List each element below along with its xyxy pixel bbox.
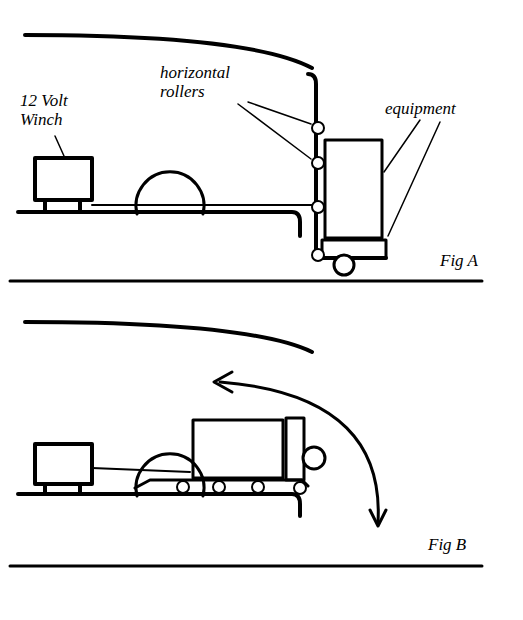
- ground-line: [10, 565, 482, 568]
- roller: [213, 481, 225, 493]
- roller: [312, 157, 324, 169]
- ground-line: [10, 280, 482, 283]
- roller: [294, 482, 306, 494]
- equipment-base: [286, 418, 304, 480]
- leader-line: [384, 120, 420, 172]
- roof-line: [25, 322, 312, 352]
- winch-foot: [78, 200, 82, 210]
- motion-arrow: [220, 382, 378, 522]
- roller: [252, 481, 264, 493]
- roller: [177, 481, 189, 493]
- figure-label: Fig B: [428, 536, 498, 555]
- arrowhead: [214, 372, 232, 392]
- roller: [312, 122, 324, 134]
- winch: [35, 158, 92, 200]
- equipment-box: [325, 140, 382, 238]
- equipment-wheel: [303, 447, 325, 469]
- roller: [312, 249, 324, 261]
- rollers-label: horizontal rollers: [160, 64, 255, 101]
- winch-foot: [43, 200, 47, 210]
- truck-bed: [18, 494, 300, 516]
- leader-line: [55, 136, 64, 156]
- winch-foot: [43, 484, 47, 492]
- equipment-wheel: [334, 255, 354, 275]
- lift-frame: [308, 74, 386, 258]
- equipment-base: [322, 240, 386, 258]
- wheel: [136, 172, 204, 214]
- winch: [35, 444, 92, 484]
- equipment-label: equipment: [385, 100, 505, 119]
- leader-line: [388, 122, 440, 236]
- winch-foot: [78, 484, 82, 492]
- equipment-box: [193, 420, 283, 478]
- winch-label: 12 Volt Winch: [20, 92, 90, 129]
- fig-b: [10, 322, 482, 566]
- leader-line: [248, 102, 311, 124]
- winch-cable: [92, 204, 312, 206]
- fig-a: [10, 35, 482, 281]
- figure-label: Fig A: [440, 252, 510, 271]
- arrowhead: [370, 510, 386, 526]
- truck-bed: [18, 212, 300, 236]
- leader-line: [238, 104, 311, 159]
- roller: [312, 201, 324, 213]
- winch-cable: [92, 468, 190, 472]
